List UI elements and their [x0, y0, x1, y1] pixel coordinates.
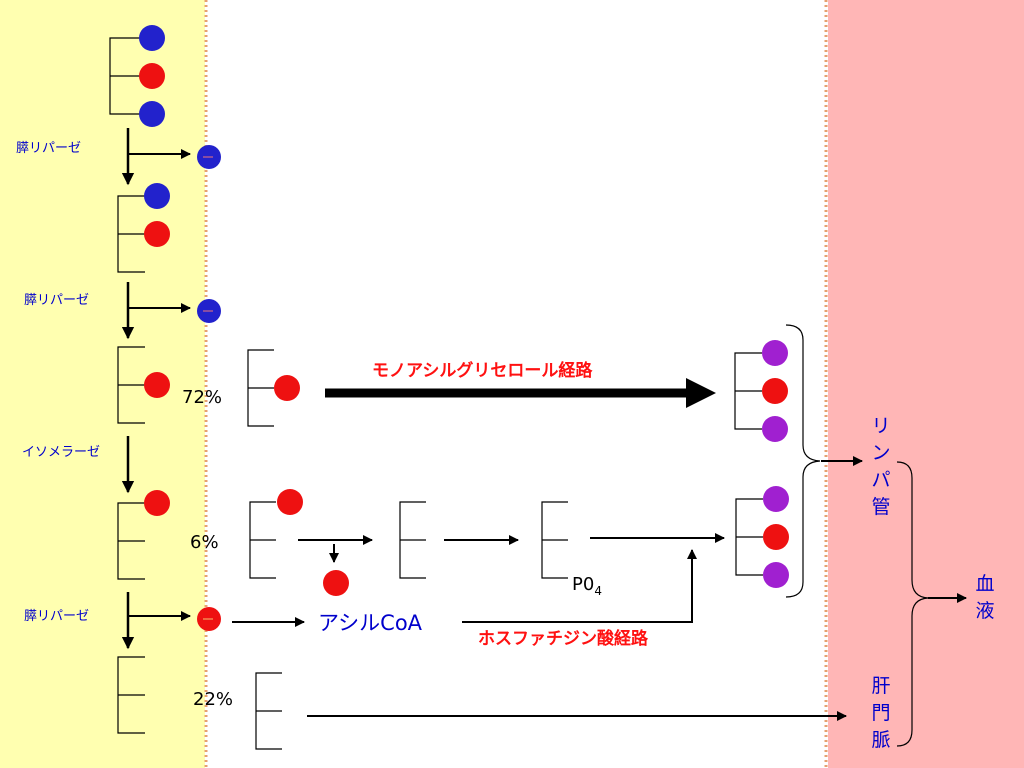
blue-fatty-acid [139, 101, 165, 127]
absorbed-monoglyceride [247, 349, 274, 427]
enzyme-label-lipase-2: 膵リパーゼ [24, 293, 89, 308]
red-fatty-acid [139, 63, 165, 89]
lymph-duct-label: リ ン パ 管 [871, 415, 890, 518]
monoglyceride-molecule [117, 346, 145, 424]
enzyme-label-lipase-3: 膵リパーゼ [24, 609, 89, 624]
purple-fatty-acid [763, 486, 789, 512]
enzyme-label-isomerase: イソメラーゼ [22, 445, 100, 460]
triglyceride-molecule [109, 37, 140, 115]
isomerized-monoglyceride [117, 502, 145, 580]
phosphate-base: P0 [572, 574, 594, 595]
red-fatty-acid [144, 490, 170, 516]
red-fatty-acid [277, 489, 303, 515]
red-fatty-acid [763, 524, 789, 550]
portal-vein-label: 肝 門 脈 [871, 675, 890, 751]
intestine-panel [0, 0, 205, 768]
lymph-brace [785, 324, 821, 598]
lymph-char-2: ン [871, 442, 890, 464]
red-fatty-acid [144, 372, 170, 398]
red-fatty-acid [762, 378, 788, 404]
blood-char-2: 液 [975, 600, 994, 622]
blue-fatty-acid [144, 183, 170, 209]
glycerol-phosphate-intermediate [541, 501, 568, 579]
phosphate-label: P04 [572, 574, 602, 598]
pathway-label-phosphatidic: ホスファチジン酸経路 [478, 628, 649, 649]
pathway-label-monoacyl: モノアシルグリセロール経路 [372, 360, 593, 381]
lymph-char-4: 管 [871, 496, 890, 518]
monoacyl-pathway-arrow-head [686, 378, 716, 408]
acyl-coa-label: アシルCoA [318, 611, 423, 635]
blood-panel [828, 0, 1024, 768]
resynthesized-triglyceride [734, 352, 762, 430]
percentage-22: 22% [193, 689, 233, 710]
portal-char-3: 脈 [871, 729, 890, 751]
enzyme-label-lipase-1: 膵リパーゼ [16, 141, 81, 156]
red-fatty-acid [274, 375, 300, 401]
diglyceride-molecule [117, 195, 145, 273]
absorbed-monoglyceride-6 [249, 501, 276, 579]
portal-char-2: 門 [871, 702, 890, 724]
blood-label: 血 液 [975, 573, 994, 622]
portal-char-1: 肝 [871, 675, 890, 697]
released-red-fatty-acid [323, 570, 349, 596]
acyl-coa-arrow [462, 549, 697, 623]
purple-fatty-acid [763, 562, 789, 588]
percentage-72: 72% [182, 387, 222, 408]
glycerol-intermediate [399, 501, 426, 579]
lymph-char-1: リ [871, 415, 890, 437]
glycerol-absorbed [255, 672, 282, 750]
purple-fatty-acid [762, 340, 788, 366]
resynthesized-triglyceride [735, 498, 763, 576]
percentage-6: 6% [190, 532, 219, 553]
phosphate-subscript: 4 [594, 584, 602, 598]
blood-char-1: 血 [975, 573, 994, 595]
red-fatty-acid [144, 221, 170, 247]
glycerol-molecule [117, 656, 145, 734]
lymph-char-3: パ [871, 469, 890, 491]
blue-fatty-acid [139, 25, 165, 51]
purple-fatty-acid [762, 416, 788, 442]
